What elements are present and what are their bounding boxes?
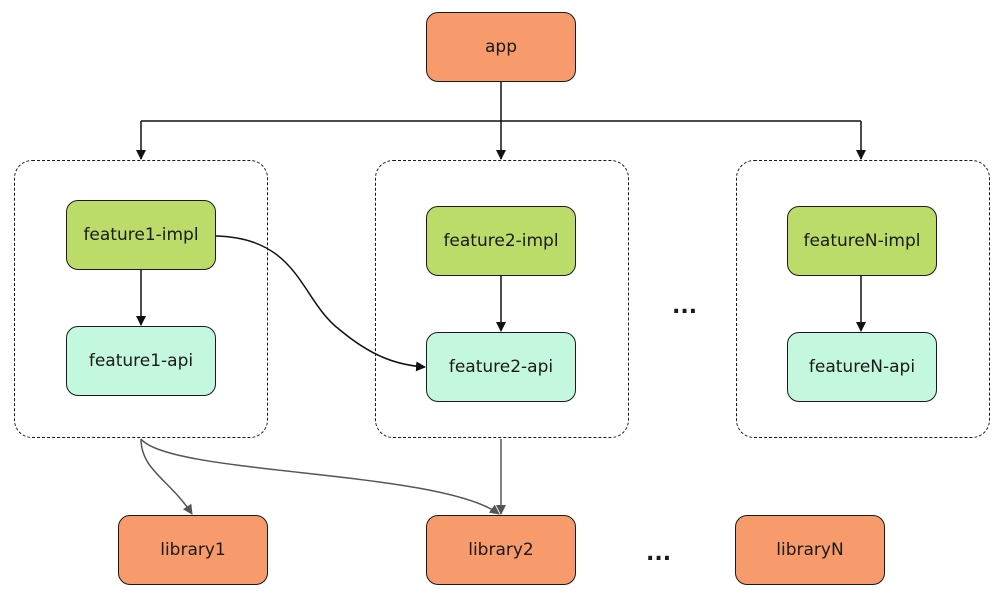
feature1-api-node: feature1-api — [66, 326, 216, 396]
library2-node: library2 — [426, 515, 576, 585]
feature1-group — [14, 160, 268, 438]
libraryN-node: libraryN — [735, 515, 885, 585]
feature2-group — [375, 160, 629, 438]
featureN-api-node: featureN-api — [787, 332, 937, 402]
edge-feature1-impl-to-feature2-api — [215, 235, 426, 372]
features-ellipsis: ... — [672, 294, 698, 319]
featureN-impl-node: featureN-impl — [787, 206, 937, 276]
feature2-impl-node: feature2-impl — [426, 206, 576, 276]
edge-group1-to-library1 — [140, 438, 193, 515]
featureN-group — [736, 160, 990, 438]
feature1-impl-node: feature1-impl — [66, 200, 216, 270]
library1-node: library1 — [118, 515, 268, 585]
libraries-ellipsis: ... — [646, 541, 672, 566]
feature2-api-node: feature2-api — [426, 332, 576, 402]
app-node: app — [426, 12, 576, 82]
edge-group1-to-library2 — [140, 438, 500, 515]
